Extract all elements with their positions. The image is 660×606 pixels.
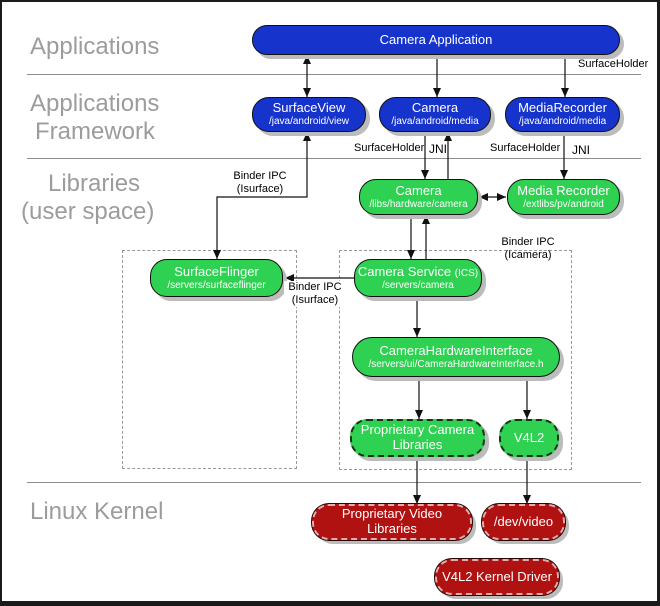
box-camera-service-title-suffix: (ICS) [454,267,479,279]
edge-label-binderipc-mid-line2: (Isurface) [291,294,339,306]
edge-label-surfaceholder-app: SurfaceHolder [578,58,649,70]
box-camerahardwareinterface: CameraHardwareInterface /servers/ui/Came… [352,337,560,377]
box-dev-video-title: /dev/video [493,513,554,529]
box-dev-video: /dev/video [482,504,565,540]
box-camera-native-title: Camera [395,182,442,198]
layer-label-framework-line1: Applications [30,90,160,117]
box-camera-application-title: Camera Application [379,31,493,47]
box-v4l2-kernel-driver: V4L2 Kernel Driver [435,559,559,595]
box-surfaceflinger-title: SurfaceFlinger [174,263,259,279]
box-surfaceview-title: SurfaceView [272,100,346,116]
box-camera-service: Camera Service (ICS) /servers/camera [354,259,482,297]
box-camera-service-path: /servers/camera [382,279,454,291]
box-v4l2: V4L2 [499,419,559,457]
box-v4l2-kernel-driver-title: V4L2 Kernel Driver [442,568,552,584]
layer-label-libraries-line1: Libraries [48,170,141,197]
box-surfaceview-path: /java/android/view [268,116,350,128]
box-mediarecorder-native-path: /extlibs/pv/android [523,198,604,210]
box-camera-java-title: Camera [411,100,459,116]
box-camera-native: Camera /libs/hardware/camera [359,179,478,215]
box-mediarecorder-java: MediaRecorder /java/android/media [505,97,620,132]
box-camera-application: Camera Application [252,25,620,55]
edge-label-binderipc-mid-line1: Binder IPC [288,281,342,293]
box-proprietary-video-libraries-title: Proprietary Video Libraries [341,506,443,536]
box-camerahardwareinterface-title: CameraHardwareInterface [379,342,533,358]
layer-label-applications: Applications [30,33,160,60]
edge-label-surfaceholder-mediarecorder: SurfaceHolder [490,142,561,154]
separator-framework-libraries [27,158,641,159]
box-camera-java: Camera /java/android/media [379,97,491,132]
box-camera-java-path: /java/android/media [391,116,479,128]
box-camera-service-title: Camera Service (ICS) [357,263,479,280]
separator-libraries-kernel [27,482,641,483]
box-surfaceflinger: SurfaceFlinger /servers/surfaceflinger [150,259,283,297]
layer-label-libraries-line2: (user space) [21,198,155,225]
surfaceflinger-process-container [122,250,297,469]
edge-label-binderipc-top-line2: (Isurface) [236,183,284,195]
edge-label-binderipc-isurface-mid: Binder IPC (Isurface) [284,281,346,307]
edge-label-binderipc-icamera-line2: (Icamera) [504,249,552,261]
box-mediarecorder-java-path: /java/android/media [518,116,607,128]
box-camera-native-path: /libs/hardware/camera [369,198,468,210]
edge-label-binderipc-top-line1: Binder IPC [233,170,287,182]
layer-label-framework-line2: Framework [35,118,156,145]
box-proprietary-video-libraries: Proprietary Video Libraries [312,504,472,540]
box-proprietary-camera-libraries: Proprietary Camera Libraries [350,419,485,457]
box-mediarecorder-java-title: MediaRecorder [518,100,607,116]
separator-applications-framework [27,74,641,75]
box-surfaceview: SurfaceView /java/android/view [252,97,366,132]
box-surfaceflinger-path: /servers/surfaceflinger [167,279,266,291]
edge-label-binderipc-icamera-line1: Binder IPC [496,236,560,249]
edge-label-binderipc-icamera: Binder IPC (Icamera) [496,236,560,262]
layer-label-linux-kernel: Linux Kernel [30,498,164,525]
box-v4l2-title: V4L2 [513,429,545,445]
box-mediarecorder-native-title: Media Recorder [517,182,610,198]
edge-label-binderipc-isurface-top: Binder IPC (Isurface) [228,170,292,196]
edge-label-surfaceholder-camera: SurfaceHolder [354,142,425,154]
cameraservice-process-container [339,250,572,470]
box-mediarecorder-native: Media Recorder /extlibs/pv/android [507,179,620,215]
edge-label-jni-camera: JNI [429,142,447,156]
box-camerahardwareinterface-path: /servers/ui/CameraHardwareInterface.h [368,358,544,370]
box-proprietary-camera-libraries-title: Proprietary Camera Libraries [360,422,475,452]
box-camera-service-title-main: Camera Service [357,263,452,279]
edge-label-jni-mediarecorder: JNI [572,143,590,157]
